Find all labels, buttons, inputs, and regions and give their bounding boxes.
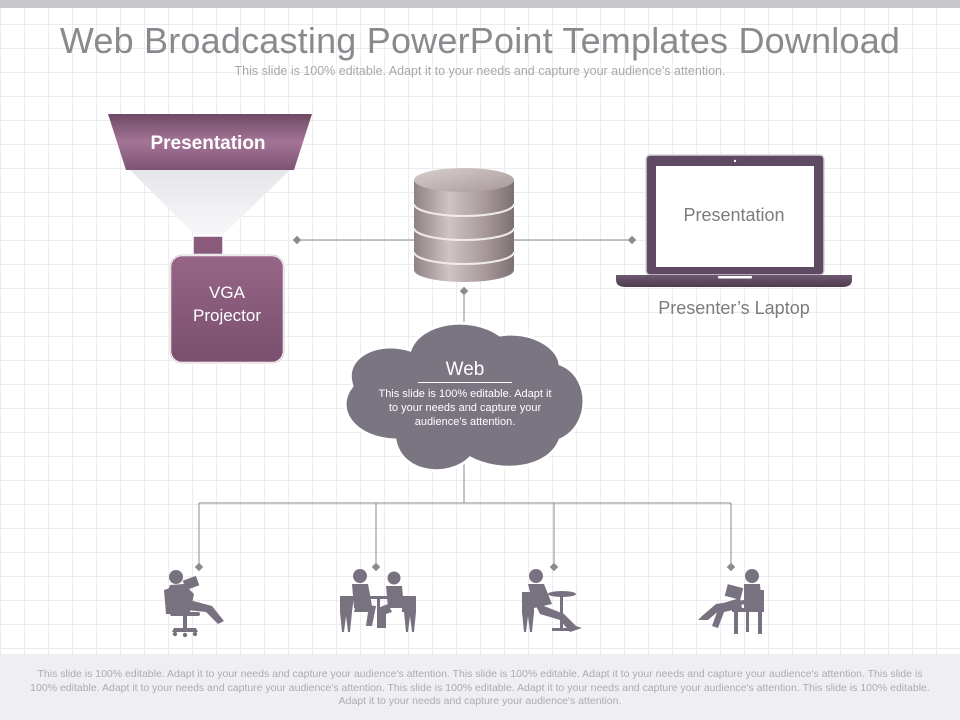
person-reading-chair-icon	[698, 569, 764, 634]
funnel-label: Presentation	[150, 133, 266, 154]
people-meeting-icon	[340, 569, 416, 632]
vga-label-line2: Projector	[192, 306, 262, 325]
laptop-caption: Presenter’s Laptop	[658, 298, 810, 318]
database-icon	[413, 168, 515, 282]
person-reading-icon	[164, 570, 224, 638]
cloud-icon	[343, 321, 586, 473]
vga-projector-label: VGA Projector	[172, 281, 282, 327]
cloud-text: This slide is 100% editable. Adapt it to…	[378, 388, 552, 428]
cloud-title: Web	[418, 359, 512, 383]
top-bar	[0, 0, 960, 8]
audience-silhouettes	[164, 569, 764, 638]
laptop-icon	[616, 154, 852, 287]
projector-icon	[108, 114, 312, 365]
page-title: Web Broadcasting PowerPoint Templates Do…	[59, 20, 901, 61]
page-subtitle: This slide is 100% editable. Adapt it to…	[234, 64, 726, 78]
footer-text: This slide is 100% editable. Adapt it to…	[30, 668, 930, 707]
person-at-table-icon	[522, 569, 582, 632]
vga-label-line1: VGA	[209, 283, 245, 302]
laptop-screen-label: Presentation	[683, 205, 785, 225]
footer: This slide is 100% editable. Adapt it to…	[0, 654, 960, 720]
connector-lines	[198, 239, 732, 567]
